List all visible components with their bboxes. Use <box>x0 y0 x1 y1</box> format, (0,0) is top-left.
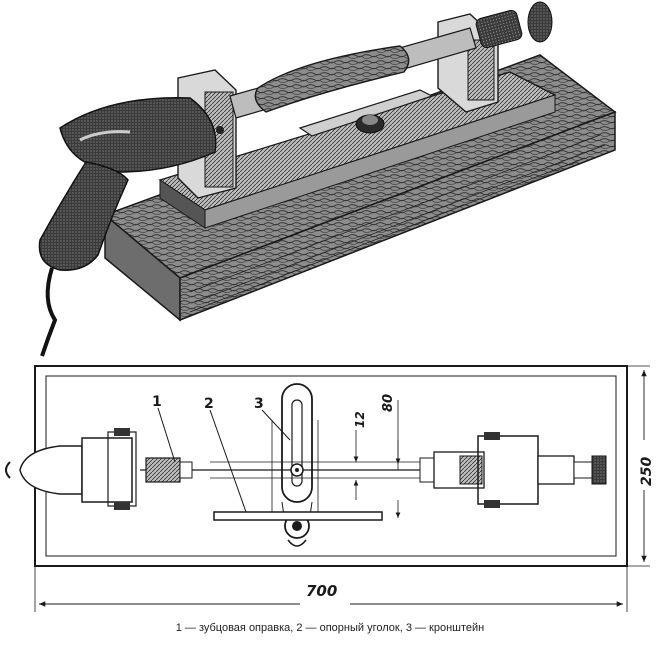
part-number-3: 3 <box>254 396 264 412</box>
leader-3 <box>261 409 291 441</box>
svg-text:80: 80 <box>381 394 396 412</box>
drill-top-view <box>5 428 193 510</box>
leader-1 <box>157 407 176 463</box>
tailstock-top-view <box>419 432 607 508</box>
support-angle <box>298 89 434 137</box>
perspective-view <box>38 1 617 357</box>
svg-text:250: 250 <box>639 457 655 486</box>
support-angle-top-view <box>213 511 383 521</box>
part-number-1: 1 <box>152 394 162 410</box>
dimension-offset: 12 <box>353 411 367 500</box>
figure-caption: 1 — зубцовая оправка, 2 — опорный уголок… <box>175 622 485 634</box>
dimension-bracket-height: 80 <box>381 394 401 518</box>
svg-text:700: 700 <box>306 582 337 600</box>
bracket-top-view <box>271 383 319 547</box>
drill-grip <box>38 161 129 271</box>
top-view-drawing: 1 2 3 12 80 250 70 <box>5 365 655 612</box>
power-cord <box>40 267 58 357</box>
spindle <box>229 1 553 119</box>
base-side-face <box>179 110 616 322</box>
power-drill <box>38 97 217 357</box>
dimension-length: 700 <box>34 566 628 612</box>
wooden-handle <box>254 45 410 113</box>
leader-2 <box>209 409 247 513</box>
dimension-width: 250 <box>627 365 655 567</box>
part-number-2: 2 <box>204 396 214 412</box>
svg-text:12: 12 <box>353 411 367 428</box>
toothed-mandrel <box>145 457 181 483</box>
